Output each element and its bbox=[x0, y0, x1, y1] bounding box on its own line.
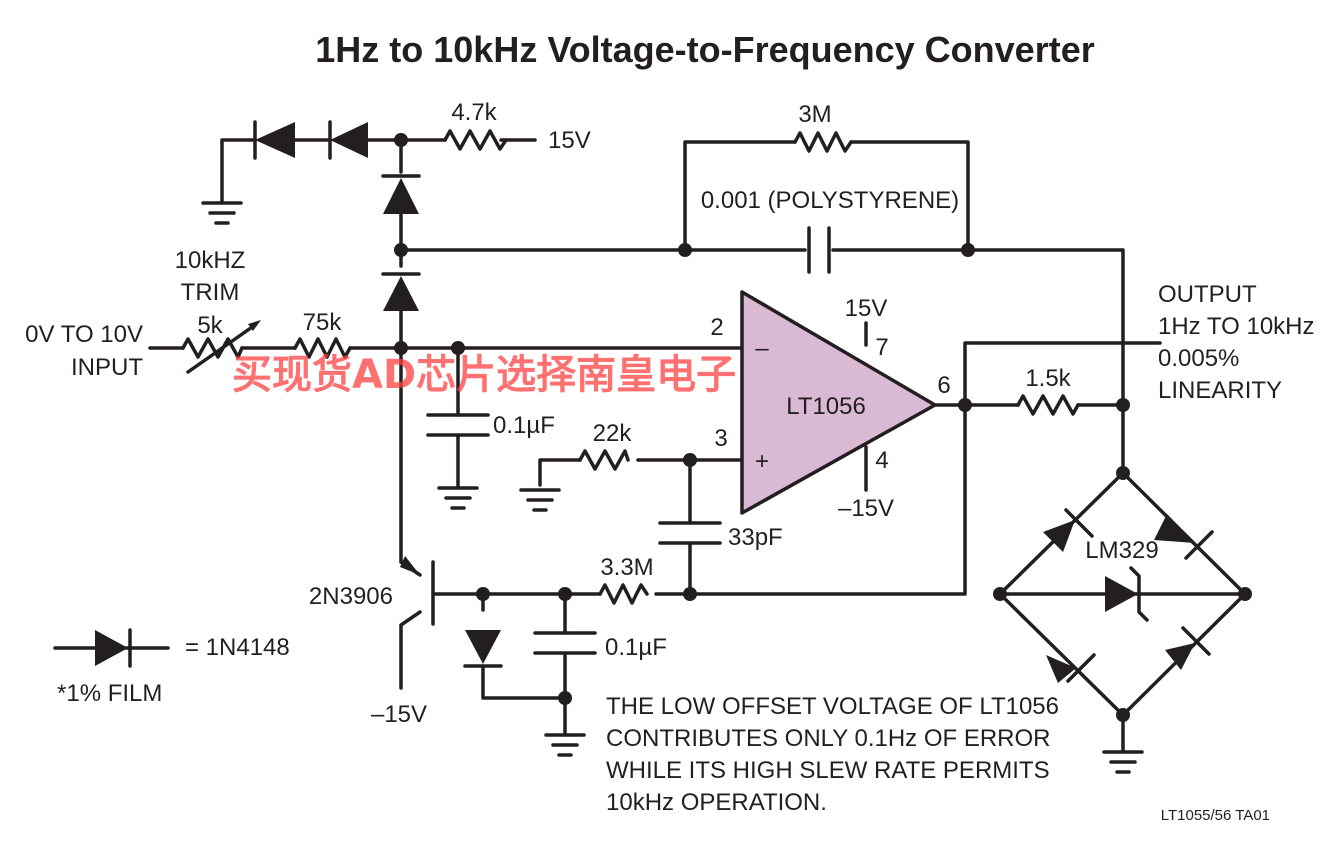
diode-top-left bbox=[253, 120, 295, 160]
note-line3: WHILE ITS HIGH SLEW RATE PERMITS bbox=[606, 757, 1050, 784]
legend-film-label: *1% FILM bbox=[57, 680, 162, 707]
diode-vertical-lower bbox=[381, 272, 421, 311]
opamp-inverting-sign: – bbox=[755, 335, 769, 362]
capacitor-0-1uf-input bbox=[426, 413, 490, 437]
diode-bottom bbox=[463, 630, 503, 668]
diode-top-right bbox=[328, 120, 368, 160]
label-output-line2: 1Hz TO 10kHz bbox=[1158, 313, 1315, 340]
opamp-lt1056 bbox=[740, 290, 937, 515]
transistor-2n3906 bbox=[400, 556, 435, 626]
zener-diode-lm329 bbox=[1105, 566, 1149, 622]
label-pin3: 3 bbox=[714, 425, 727, 452]
junction-dots bbox=[394, 133, 1252, 722]
capacitor-0-1uf-bottom bbox=[533, 631, 597, 655]
label-r-22k: 22k bbox=[593, 420, 633, 447]
ground-symbol-bridge bbox=[1102, 750, 1144, 774]
resistor-3m3 bbox=[598, 583, 649, 605]
ground-symbol-cap bbox=[437, 486, 479, 510]
resistor-1k5 bbox=[1016, 394, 1080, 416]
label-2n3906: 2N3906 bbox=[309, 583, 393, 610]
bridge-diode-lower-right bbox=[1165, 626, 1211, 670]
diode-vertical-upper bbox=[381, 174, 421, 214]
label-pin4: 4 bbox=[875, 447, 888, 474]
label-opamp-vneg: –15V bbox=[838, 495, 894, 522]
label-15v-top: 15V bbox=[548, 127, 591, 154]
resistor-22k bbox=[578, 449, 630, 471]
bridge-diode-upper-left bbox=[1043, 508, 1094, 552]
label-r-3m3: 3.3M bbox=[600, 554, 653, 581]
potentiometer-arrow bbox=[186, 320, 261, 374]
label-cap-33pf: 33pF bbox=[728, 524, 783, 551]
ground-symbol-bottom bbox=[544, 733, 586, 757]
note-line1: THE LOW OFFSET VOLTAGE OF LT1056 bbox=[606, 693, 1059, 720]
opamp-name: LT1056 bbox=[786, 393, 866, 420]
note-line2: CONTRIBUTES ONLY 0.1Hz OF ERROR bbox=[606, 725, 1051, 752]
label-cap-0-1uf-a: 0.1µF bbox=[493, 412, 555, 439]
figure-id: LT1055/56 TA01 bbox=[1161, 807, 1270, 824]
label-lm329: LM329 bbox=[1085, 537, 1158, 564]
potentiometer-5k bbox=[181, 337, 244, 359]
ground-symbol-top bbox=[201, 201, 243, 225]
label-input-line1: 0V TO 10V bbox=[25, 321, 143, 348]
bridge-diode-upper-right bbox=[1154, 514, 1214, 560]
label-output-line3: 0.005% bbox=[1158, 345, 1239, 372]
label-r-3m: 3M bbox=[798, 101, 831, 128]
label-r-1k5: 1.5k bbox=[1025, 365, 1071, 392]
capacitor-polystyrene bbox=[807, 226, 831, 274]
label-cap-0-1uf-b: 0.1µF bbox=[605, 634, 667, 661]
resistor-4k7 bbox=[443, 129, 508, 151]
opamp-noninverting-sign: + bbox=[755, 448, 769, 475]
label-trim-line1: 10kHZ bbox=[175, 247, 246, 274]
legend-diode-label: = 1N4148 bbox=[185, 634, 290, 661]
label-input-line2: INPUT bbox=[71, 354, 143, 381]
label-pot-5k: 5k bbox=[197, 312, 223, 339]
label-opamp-vpos: 15V bbox=[845, 295, 888, 322]
label-r-75k: 75k bbox=[303, 309, 343, 336]
label-trim-line2: TRIM bbox=[181, 279, 240, 306]
label-r-4k7: 4.7k bbox=[451, 99, 497, 126]
label-pin2: 2 bbox=[710, 314, 723, 341]
label-cap-polystyrene: 0.001 (POLYSTYRENE) bbox=[701, 187, 959, 214]
label-pin7: 7 bbox=[875, 334, 888, 361]
watermark-text: 买现货AD芯片选择南皇电子 bbox=[232, 352, 736, 398]
label-output-line1: OUTPUT bbox=[1158, 281, 1257, 308]
bridge-diode-lower-left bbox=[1046, 653, 1096, 683]
page-title: 1Hz to 10kHz Voltage-to-Frequency Conver… bbox=[315, 29, 1094, 70]
ground-symbol-22k bbox=[519, 488, 561, 512]
note-line4: 10kHz OPERATION. bbox=[606, 789, 827, 816]
resistor-3m bbox=[793, 131, 853, 153]
resistor-75k bbox=[293, 337, 352, 359]
label-output-line4: LINEARITY bbox=[1158, 377, 1282, 404]
label-vneg-bottom: –15V bbox=[371, 701, 427, 728]
label-pin6: 6 bbox=[937, 372, 950, 399]
capacitor-33pf bbox=[658, 521, 722, 545]
legend-diode-icon bbox=[95, 628, 132, 668]
